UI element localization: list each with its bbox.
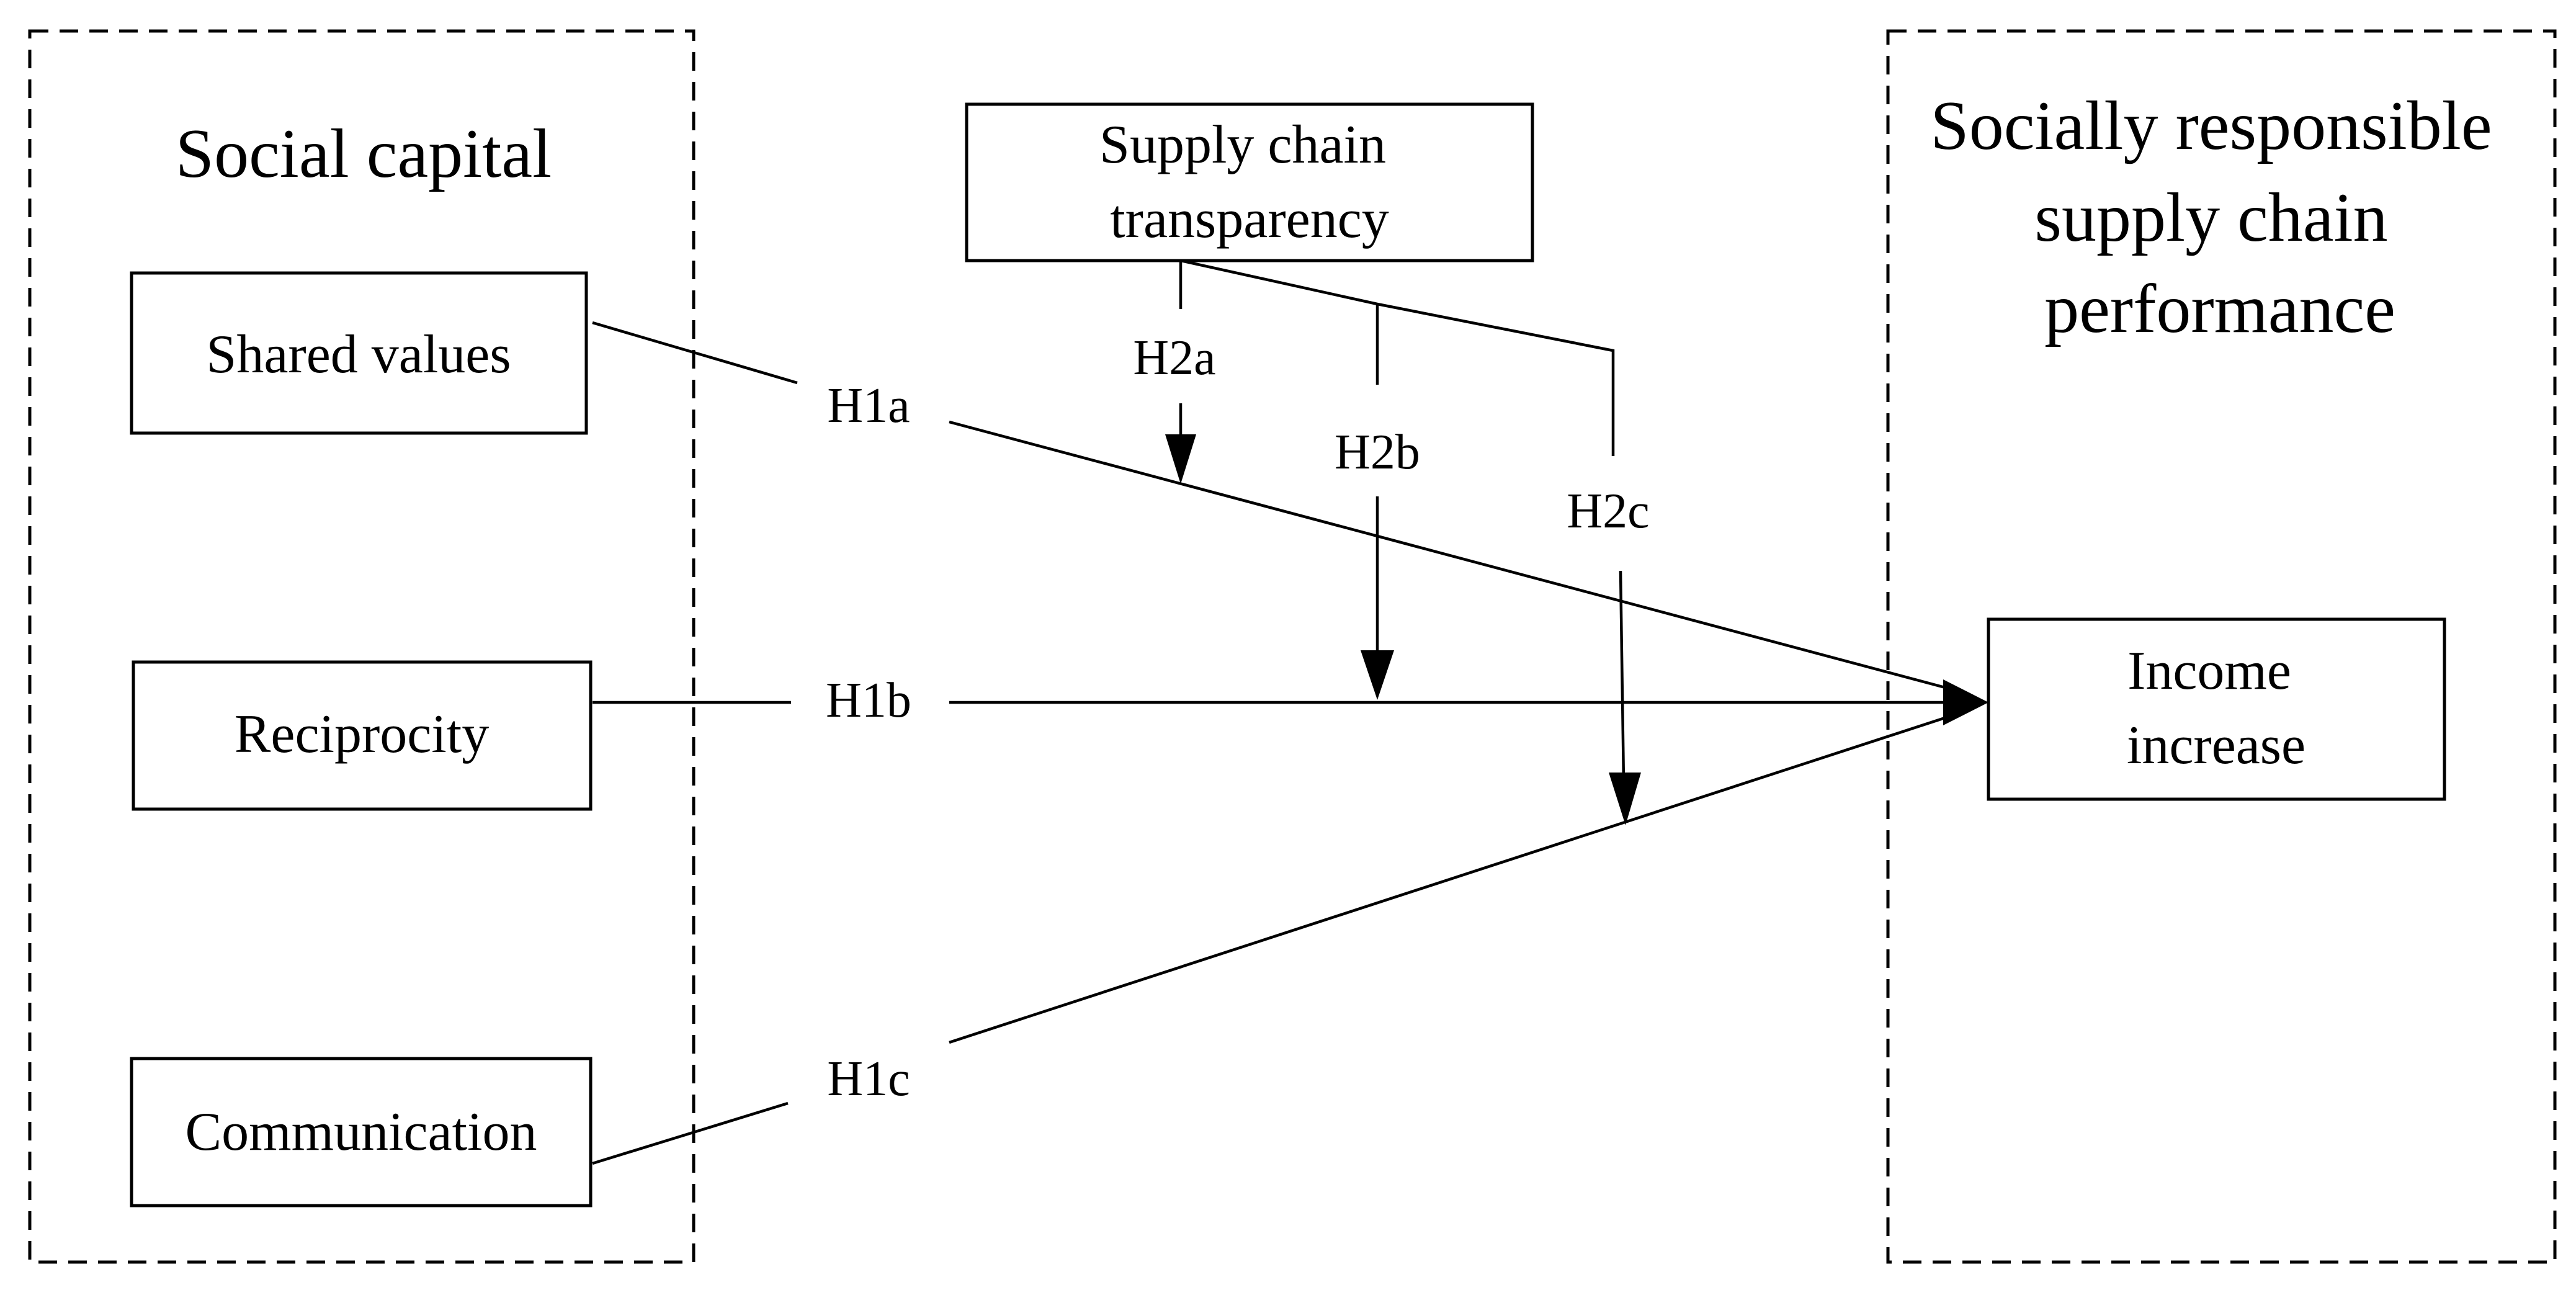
h1c-link-right [949, 713, 1955, 1044]
supply-chain-transparency-label: Supply chain transparency [1099, 115, 1400, 249]
performance-title-line-1: Socially responsible [1930, 87, 2492, 164]
h1c-label: H1c [827, 1052, 910, 1106]
shared-values-label: Shared values [206, 325, 511, 385]
shared-values-box [130, 271, 588, 435]
communication-box [130, 1057, 593, 1207]
h2b-arrowhead [1361, 650, 1394, 700]
income-line-2: increase [2127, 715, 2305, 776]
performance-group [1886, 29, 2557, 1264]
h2c-label: H2c [1567, 484, 1649, 539]
reciprocity-label: Reciprocity [235, 704, 490, 764]
h1a-label: H1a [827, 378, 910, 433]
performance-title-line-2: supply chain [2034, 179, 2387, 256]
h2c-arrow-shaft [1619, 570, 1626, 782]
supply-chain-transparency-box [965, 102, 1534, 262]
communication-label: Communication [185, 1102, 537, 1162]
income-increase-label: Income increase [2127, 641, 2305, 776]
income-line-1: Income [2127, 641, 2291, 701]
h1c-link-left [592, 1101, 789, 1165]
h2-bracket [1180, 259, 1615, 456]
transparency-line-1: Supply chain [1099, 115, 1386, 175]
social-capital-title: Social capital [176, 115, 552, 192]
income-arrowhead [1943, 679, 1988, 725]
performance-title-line-3: performance [2044, 271, 2395, 347]
income-increase-box [1987, 617, 2446, 801]
h2b-label: H2b [1335, 425, 1420, 480]
h1a-link-left [592, 321, 798, 385]
social-capital-group [28, 29, 695, 1264]
h2c-arrowhead [1609, 773, 1641, 825]
performance-title: Socially responsible supply chain perfor… [1930, 87, 2509, 347]
h2a-arrowhead [1165, 434, 1196, 484]
h2a-label: H2a [1133, 331, 1215, 385]
h1b-label: H1b [826, 673, 911, 728]
h1a-link-right [949, 420, 1955, 692]
reciprocity-box [132, 660, 593, 811]
transparency-line-2: transparency [1110, 189, 1389, 249]
